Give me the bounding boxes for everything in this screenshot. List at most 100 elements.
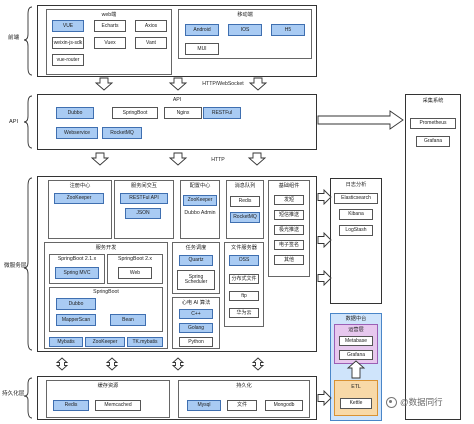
persistence-layer: 缓存资源 Redis Memcached 持久化 Mysql 文件 Mongod… [37, 376, 317, 420]
mobile-item-android: Android [185, 24, 219, 36]
watermark-text: @数据同行 [400, 397, 443, 407]
web-item-echarts: Echarts [94, 20, 126, 32]
ops-item-grafana: Grafana [339, 350, 373, 360]
api-item-rocketmq: RocketMQ [102, 127, 142, 139]
side-label-persistence: 持久化层 [2, 391, 25, 397]
registry-item-zookeeper: ZooKeeper [54, 193, 104, 204]
monitor-title: 采集系统 [422, 98, 444, 104]
cache-item-redis: Redis [53, 400, 89, 411]
algo-item-golang: Golang [179, 323, 213, 333]
api-layer: API Dubbo SpringBoot Nginx RESTFul Webse… [37, 94, 317, 150]
mobile-group: 移动端 Android IOS H5 MUI [178, 9, 312, 59]
store-group: 持久化 Mysql 文件 Mongodb [178, 380, 310, 418]
api-title: API [172, 97, 182, 103]
ops-item-metabase: Metabase [339, 336, 373, 346]
web-item-vue-router: vue-router [52, 54, 84, 66]
web-title: web端 [101, 12, 117, 18]
basic-item-2: 短信推送 [274, 210, 304, 220]
sb2x-group: SpringBoot 2.x Web [107, 254, 163, 284]
store-item-mysql: Mysql [187, 400, 221, 411]
cache-group: 缓存资源 Redis Memcached [46, 380, 170, 418]
schedule-group: 任务调度 Quartz Spring Scheduler [172, 242, 220, 294]
registry-group: 注册中心 ZooKeeper [48, 180, 112, 239]
config-item-zookeeper: ZooKeeper [183, 195, 217, 206]
service-comm-item-json: JSON [125, 208, 161, 219]
cache-title: 缓存资源 [97, 383, 119, 389]
mobile-title: 移动端 [237, 12, 253, 18]
etl-item-kettle: Kettle [340, 398, 372, 409]
frontend-layer: web端 VUE Echarts Axios weixin-js-sdk Vue… [37, 5, 317, 77]
basic-item-3: 极光推送 [274, 225, 304, 235]
service-comm-group: 服务间交互 RESTFul API JSON [114, 180, 174, 239]
basic-item-5: 其他 [274, 255, 304, 265]
web-item-axios: Axios [135, 20, 167, 32]
datacenter-title: 数据中台 [345, 316, 367, 322]
registry-title: 注册中心 [69, 183, 91, 189]
schedule-item-quartz: Quartz [179, 255, 213, 266]
web-item-vant: Vant [135, 37, 167, 49]
config-item-dubbo-admin: Dubbo Admin [184, 210, 216, 216]
wechat-icon [386, 396, 397, 408]
sb2x-item-web: Web [118, 267, 152, 279]
filesvc-title: 文件服务器 [231, 245, 257, 251]
springboot-item-mapperscan: MapperScan [56, 314, 96, 326]
etl-title: ETL [351, 384, 361, 390]
basic-group: 基础组件 发短 短信推送 极光推送 电子签名 其他 [268, 180, 310, 277]
sb21-group: SpringBoot 2.1.x Spring MVC [49, 254, 105, 284]
side-label-frontend: 前端 [8, 35, 20, 41]
monitor-item-grafana: Grafana [416, 136, 450, 147]
filesvc-item-huaweicloud: 华为云 [229, 308, 259, 318]
springboot-group: SpringBoot Dubbo MapperScan Bean [49, 287, 163, 332]
springboot-item-dubbo: Dubbo [56, 298, 96, 310]
config-group: 配置中心 ZooKeeper Dubbo Admin [180, 180, 220, 239]
springboot-item-bean: Bean [110, 314, 146, 326]
store-item-file: 文件 [227, 400, 257, 411]
side-label-microservice: 微服务层 [4, 263, 27, 269]
conn-label-http: HTTP [211, 157, 225, 163]
basic-item-1: 发短 [274, 195, 304, 205]
algo-title: 心电 AI 算法 [181, 300, 211, 306]
sb2x-title: SpringBoot 2.x [117, 256, 153, 262]
mq-title: 消息队列 [234, 183, 256, 189]
sb21-title: SpringBoot 2.1.x [57, 256, 97, 262]
log-item-logstash: LogStash [339, 225, 373, 236]
web-item-vuex: Vuex [94, 37, 126, 49]
basic-title: 基础组件 [278, 183, 300, 189]
filesvc-item-oss: OSS [229, 255, 259, 266]
ops-group: 运营层 Metabase Grafana [334, 324, 378, 364]
log-item-elasticsearch: Elasticsearch [334, 193, 378, 204]
mq-group: 消息队列 Redis RocketMQ [226, 180, 264, 239]
dev-group: 服务开发 SpringBoot 2.1.x Spring MVC SpringB… [44, 242, 168, 349]
api-item-webservice: Webservice [56, 127, 98, 139]
filesvc-item-distributed: 分布式文件 [229, 274, 259, 284]
api-item-springboot: SpringBoot [112, 107, 158, 119]
service-comm-title: 服务间交互 [131, 183, 157, 189]
dev-title: 服务开发 [95, 245, 117, 251]
web-group: web端 VUE Echarts Axios weixin-js-sdk Vue… [46, 9, 172, 75]
mobile-item-h5: H5 [271, 24, 305, 36]
web-item-vue: VUE [52, 20, 84, 32]
dev-item-mybatis: Mybatis [49, 337, 83, 347]
dev-item-zookeeper: ZooKeeper [85, 337, 125, 347]
schedule-title: 任务调度 [185, 245, 207, 251]
log-analysis-layer: 日志分析 Elasticsearch Kibana LogStash [330, 178, 382, 304]
monitor-layer: 采集系统 Prometheus Grafana [405, 94, 461, 420]
service-comm-item-restful-api: RESTFul API [120, 193, 168, 204]
api-item-dubbo: Dubbo [56, 107, 94, 119]
filesvc-group: 文件服务器 OSS 分布式文件 ftp 华为云 [224, 242, 264, 327]
side-label-api: API [9, 119, 19, 125]
sb21-item-spring-mvc: Spring MVC [55, 267, 99, 279]
log-item-kibana: Kibana [339, 209, 373, 220]
schedule-item-spring-scheduler: Spring Scheduler [177, 270, 215, 290]
etl-group: ETL Kettle [334, 380, 378, 416]
algo-item-cpp: C++ [179, 309, 213, 319]
store-item-mongodb: Mongodb [265, 400, 303, 411]
config-title: 配置中心 [189, 183, 211, 189]
algo-item-python: Python [179, 337, 213, 347]
springboot-title: SpringBoot [93, 289, 119, 295]
log-title: 日志分析 [345, 182, 367, 188]
api-item-nginx: Nginx [164, 107, 202, 119]
mq-item-rocketmq: RocketMQ [230, 212, 260, 223]
filesvc-item-ftp: ftp [229, 291, 259, 301]
